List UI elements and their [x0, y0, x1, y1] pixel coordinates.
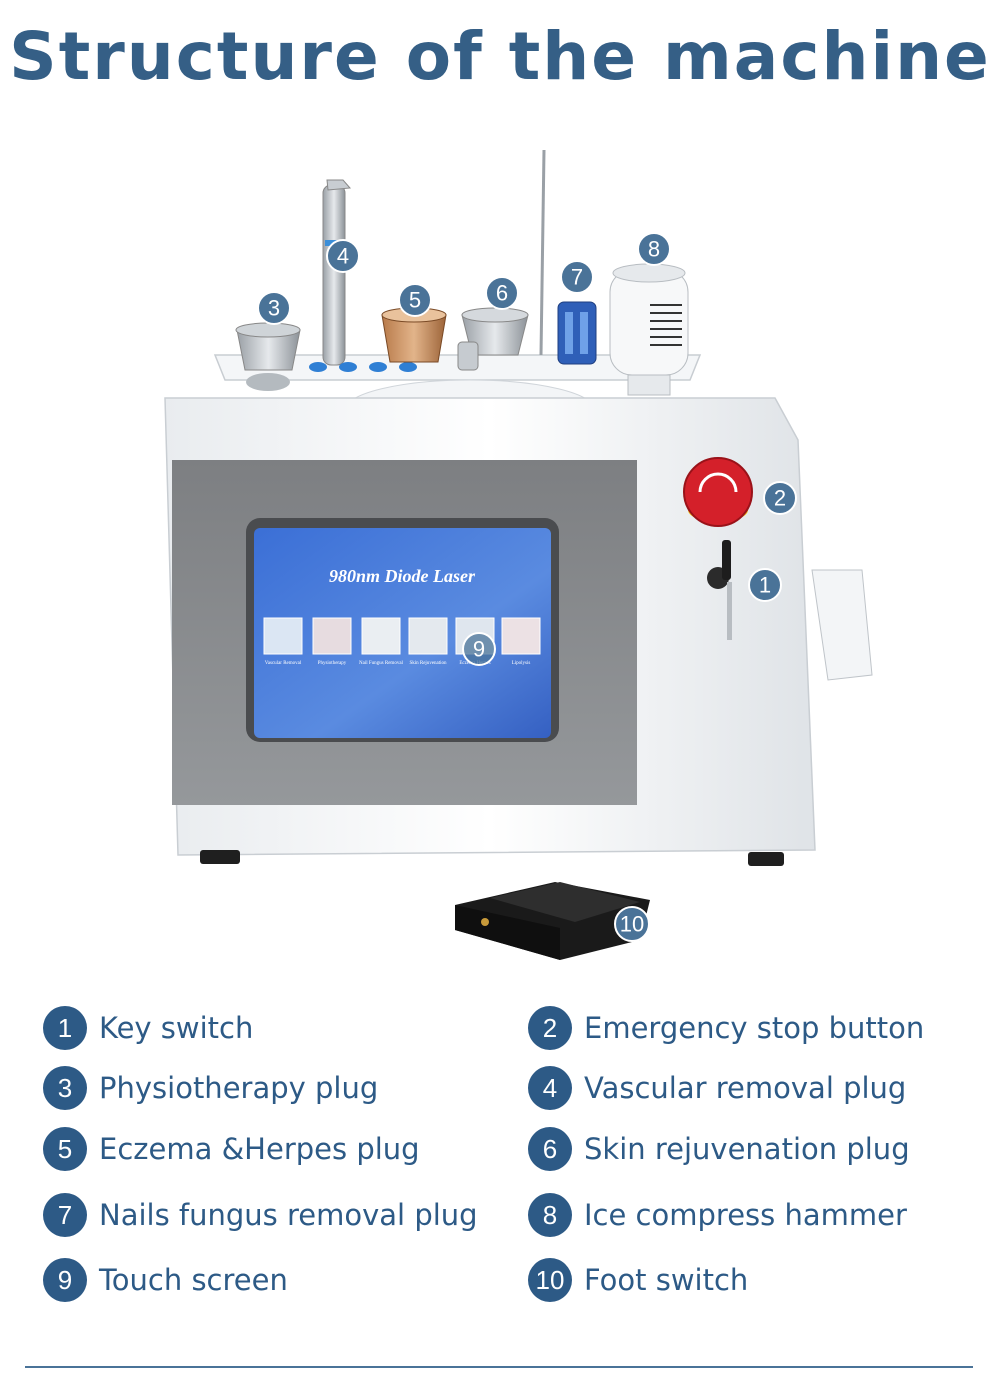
- legend-label: Nails fungus removal plug: [99, 1198, 478, 1232]
- physiotherapy-handpiece: [235, 322, 301, 391]
- legend-number: 5: [43, 1127, 87, 1171]
- legend-label: Emergency stop button: [584, 1011, 925, 1045]
- marker-5: 5: [398, 283, 432, 317]
- legend-number: 4: [528, 1066, 572, 1110]
- legend-label: Physiotherapy plug: [99, 1071, 379, 1105]
- marker-9: 9: [462, 632, 496, 666]
- legend-label: Vascular removal plug: [584, 1071, 907, 1105]
- marker-3: 3: [257, 291, 291, 325]
- screen-mode-label: Physiotherapy: [318, 661, 347, 666]
- marker-10: 10: [614, 906, 650, 942]
- legend-item: 4 Vascular removal plug: [528, 1063, 906, 1113]
- legend-label: Ice compress hammer: [584, 1198, 907, 1232]
- svg-text:9: 9: [473, 637, 485, 662]
- svg-text:3: 3: [268, 296, 280, 321]
- touch-screen: 980nm Diode Laser Vascular Removal Physi…: [246, 518, 559, 742]
- legend-item: 6 Skin rejuvenation plug: [528, 1124, 910, 1174]
- svg-text:5: 5: [409, 288, 421, 313]
- legend-item: 5 Eczema &Herpes plug: [43, 1124, 420, 1174]
- svg-text:10: 10: [620, 912, 644, 937]
- emergency-stop-button: [683, 457, 753, 527]
- machine-illustration: 980nm Diode Laser Vascular Removal Physi…: [164, 149, 873, 960]
- svg-text:2: 2: [774, 486, 786, 511]
- legend-number: 3: [43, 1066, 87, 1110]
- marker-1: 1: [748, 568, 782, 602]
- vascular-handpiece: [309, 179, 417, 372]
- screen-mode-label: Lipolysis: [512, 661, 531, 666]
- fiber-holder: [539, 149, 546, 356]
- screen-mode-label: Vascular Removal: [265, 661, 302, 666]
- svg-text:6: 6: [496, 281, 508, 306]
- legend-item: 7 Nails fungus removal plug: [43, 1190, 478, 1240]
- legend-number: 6: [528, 1127, 572, 1171]
- marker-2: 2: [763, 481, 797, 515]
- marker-7: 7: [560, 260, 594, 294]
- svg-text:4: 4: [337, 244, 349, 269]
- legend-label: Foot switch: [584, 1263, 749, 1297]
- screen-mode-label: Nail Fungus Removal: [359, 661, 403, 666]
- marker-4: 4: [326, 239, 360, 273]
- screen-mode-label: Skin Rejuvenation: [409, 661, 447, 666]
- ice-compress-hammer: [609, 263, 689, 396]
- legend-number: 1: [43, 1006, 87, 1050]
- legend-number: 10: [528, 1258, 572, 1302]
- legend-item: 1 Key switch: [43, 1003, 253, 1053]
- legend-number: 9: [43, 1258, 87, 1302]
- legend-item: 2 Emergency stop button: [528, 1003, 924, 1053]
- key-switch: [707, 540, 732, 640]
- legend-label: Skin rejuvenation plug: [584, 1132, 910, 1166]
- marker-8: 8: [637, 232, 671, 266]
- screen-mode-icons: [263, 617, 541, 655]
- skin-rejuvenation-handpiece: [457, 307, 529, 371]
- svg-text:1: 1: [759, 573, 771, 598]
- legend-item: 9 Touch screen: [43, 1255, 288, 1305]
- legend-item: 3 Physiotherapy plug: [43, 1063, 378, 1113]
- legend-number: 7: [43, 1193, 87, 1237]
- legend-number: 8: [528, 1193, 572, 1237]
- foot-switch: [455, 882, 650, 960]
- parts-legend: 1 Key switch 2 Emergency stop button 3 P…: [0, 1000, 1000, 1320]
- svg-text:8: 8: [648, 237, 660, 262]
- svg-text:7: 7: [571, 265, 583, 290]
- legend-label: Touch screen: [99, 1263, 288, 1297]
- marker-6: 6: [485, 276, 519, 310]
- screen-heading: 980nm Diode Laser: [329, 566, 476, 586]
- legend-item: 8 Ice compress hammer: [528, 1190, 907, 1240]
- page-title: Structure of the machine: [9, 18, 991, 95]
- legend-label: Key switch: [99, 1011, 254, 1045]
- bottom-divider: [25, 1366, 973, 1368]
- legend-label: Eczema &Herpes plug: [99, 1132, 420, 1166]
- nail-fungus-handpiece: [557, 301, 597, 365]
- legend-item: 10 Foot switch: [528, 1255, 748, 1305]
- legend-number: 2: [528, 1006, 572, 1050]
